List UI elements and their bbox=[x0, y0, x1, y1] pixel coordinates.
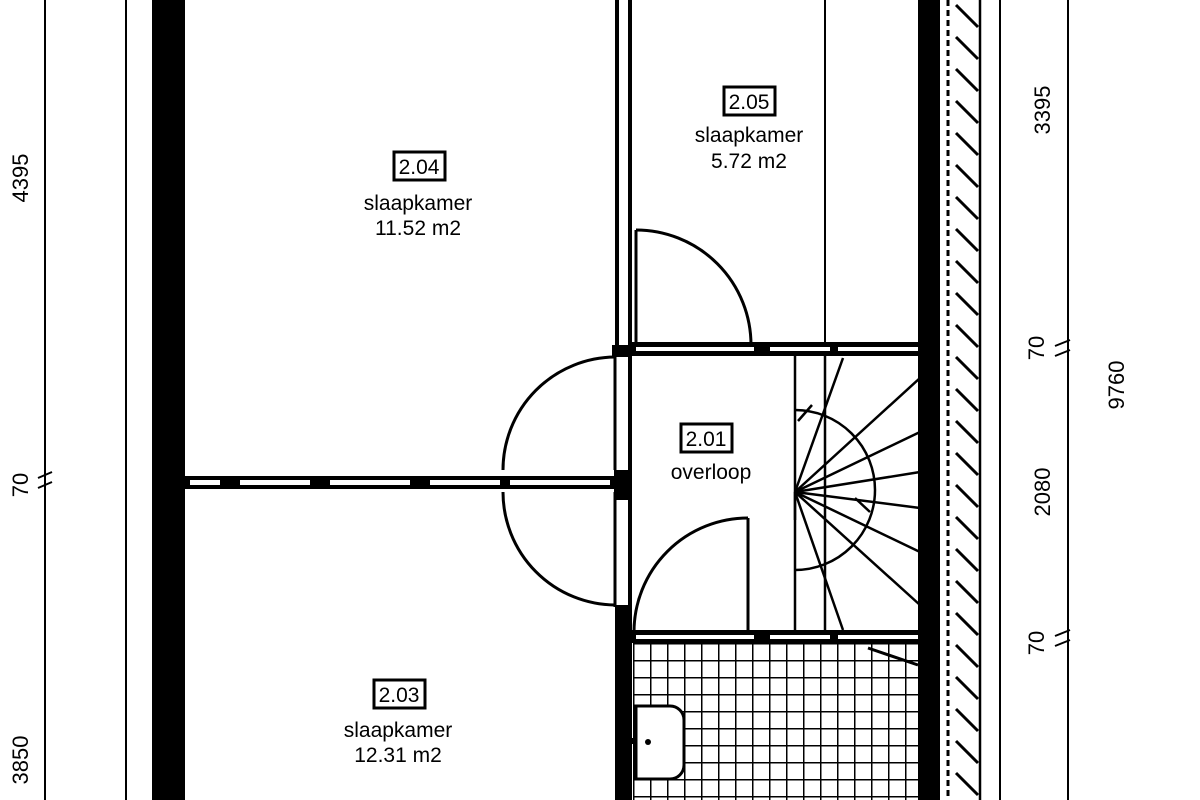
hatch-line bbox=[954, 355, 980, 381]
hatch-line bbox=[954, 35, 980, 61]
dim-right-70-lower: 70 bbox=[1024, 631, 1049, 655]
hatch-line bbox=[954, 387, 980, 413]
room-label-2.01: 2.01 overloop bbox=[671, 422, 752, 484]
wall-2.04-2.03 bbox=[185, 476, 618, 489]
hatch-line bbox=[954, 163, 980, 189]
staircase bbox=[793, 356, 921, 632]
hatch-line bbox=[954, 451, 980, 477]
dim-right-70-upper: 70 bbox=[1024, 336, 1049, 360]
dim-right-2080: 2080 bbox=[1030, 468, 1055, 517]
room-number: 2.01 bbox=[686, 428, 727, 451]
room-number: 2.04 bbox=[399, 156, 440, 179]
door-bathroom[interactable] bbox=[632, 516, 750, 633]
room-name: slaapkamer bbox=[364, 192, 473, 215]
room-number: 2.03 bbox=[379, 684, 420, 707]
room-name: slaapkamer bbox=[695, 124, 804, 147]
hatch-line bbox=[954, 323, 980, 349]
hatch-line bbox=[954, 771, 980, 797]
wall-2.05-overloop bbox=[630, 342, 920, 356]
room-area: 12.31 m2 bbox=[354, 744, 442, 767]
room-label-2.03: 2.03 slaapkamer 12.31 m2 bbox=[344, 678, 453, 767]
hatch-line bbox=[954, 3, 980, 29]
hatch-line bbox=[954, 483, 980, 509]
right-dimension-line bbox=[999, 0, 1069, 800]
hatch-line bbox=[954, 419, 980, 445]
hatch-line bbox=[954, 675, 980, 701]
cavity-hatching bbox=[954, 3, 980, 797]
room-label-2.05: 2.05 slaapkamer 5.72 m2 bbox=[695, 85, 804, 173]
hatch-line bbox=[954, 67, 980, 93]
left-dimension-line bbox=[37, 0, 53, 800]
door-2.05[interactable] bbox=[634, 228, 753, 346]
shower-corner-line bbox=[867, 646, 919, 667]
dim-total-9760: 9760 bbox=[1104, 361, 1129, 410]
dim-left-4395: 4395 bbox=[8, 154, 33, 203]
dim-ticks bbox=[1054, 339, 1071, 647]
hatch-line bbox=[954, 707, 980, 733]
hatch-line bbox=[954, 515, 980, 541]
room-name: slaapkamer bbox=[344, 719, 453, 742]
hatch-line bbox=[954, 291, 980, 317]
hatch-line bbox=[954, 611, 980, 637]
hatch-line bbox=[954, 131, 980, 157]
hatch-line bbox=[954, 99, 980, 125]
room-area: 5.72 m2 bbox=[711, 150, 787, 173]
dim-right-3395: 3395 bbox=[1030, 86, 1055, 135]
central-wall bbox=[612, 0, 632, 800]
hatch-line bbox=[954, 195, 980, 221]
door-2.03[interactable] bbox=[501, 491, 617, 607]
hatch-line bbox=[954, 643, 980, 669]
door-2.04[interactable] bbox=[501, 355, 617, 471]
room-label-2.04: 2.04 slaapkamer 11.52 m2 bbox=[364, 150, 473, 240]
wall-overloop-bathroom bbox=[630, 630, 920, 643]
right-exterior-wall bbox=[918, 0, 982, 800]
washbasin-icon bbox=[628, 704, 686, 781]
hatch-line bbox=[954, 739, 980, 765]
room-area: 11.52 m2 bbox=[375, 217, 461, 240]
dim-left-3850: 3850 bbox=[8, 736, 33, 785]
hatch-line bbox=[954, 259, 980, 285]
hatch-line bbox=[954, 227, 980, 253]
left-exterior-wall bbox=[125, 0, 185, 800]
hatch-line bbox=[954, 579, 980, 605]
room-number: 2.05 bbox=[729, 91, 770, 114]
room-name: overloop bbox=[671, 461, 752, 484]
hatch-line bbox=[954, 547, 980, 573]
dim-left-70: 70 bbox=[8, 473, 33, 497]
